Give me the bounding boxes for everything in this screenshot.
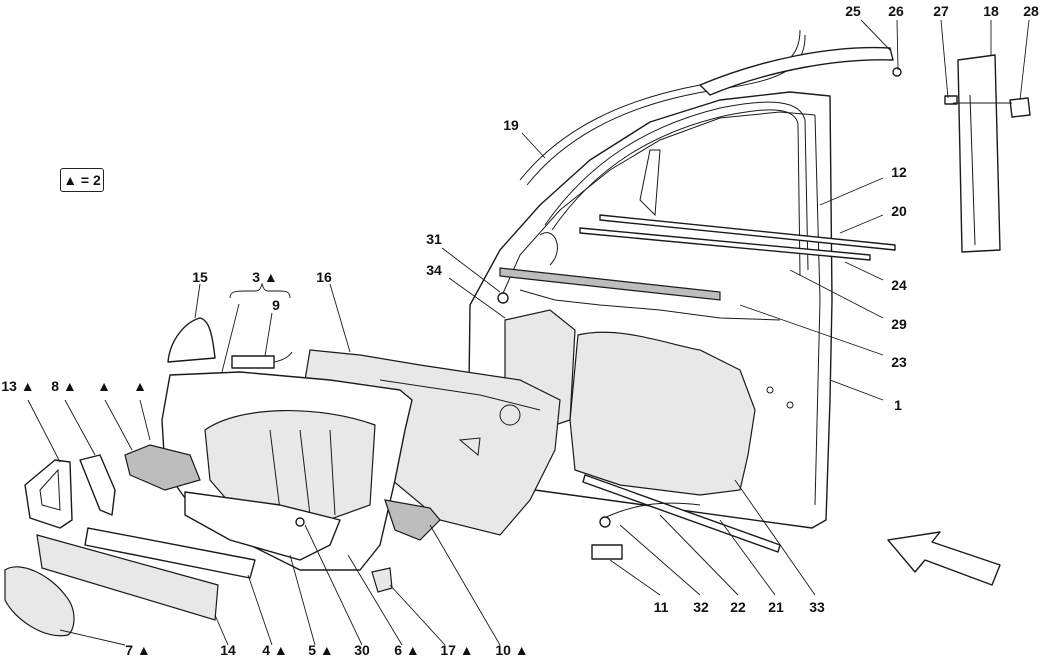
callout-label-16: 16 <box>316 269 332 285</box>
callout-label-31: 31 <box>426 231 442 247</box>
roof-seal-strip <box>699 46 902 96</box>
callout-label-26: 26 <box>888 3 904 19</box>
callout-label-19: 19 <box>503 117 519 133</box>
callout-label-18: 18 <box>983 3 999 19</box>
callout-label-17: 17 ▲ <box>440 642 474 658</box>
legend-quantity-note: ▲ = 2 <box>60 168 104 192</box>
callout-label-14: 14 <box>220 642 236 658</box>
callout-label-13: 13 ▲ <box>1 378 35 394</box>
callout-label-29: 29 <box>891 316 907 332</box>
callout-label-24: 24 <box>891 277 907 293</box>
callout-label-33: 33 <box>809 599 825 615</box>
b-pillar-trim-part <box>944 54 1031 253</box>
sill-strips <box>582 474 781 553</box>
callout-label-3: 3 ▲ <box>252 269 278 285</box>
front-direction-arrow-icon <box>887 531 1001 586</box>
callout-label-34: 34 <box>426 262 442 278</box>
callout-label-27: 27 <box>933 3 949 19</box>
small-fitting-parts <box>295 292 623 593</box>
callout-label-5: 5 ▲ <box>308 642 334 658</box>
callout-label-8: 8 ▲ <box>51 378 77 394</box>
speaker-cover-part <box>4 566 75 637</box>
window-channel-strips <box>579 214 896 261</box>
tweeter-cover-part <box>167 317 216 363</box>
callout-label-9: 9 <box>272 297 280 313</box>
callout-label-11: 11 <box>653 599 669 615</box>
group-bracket-3 <box>229 282 291 299</box>
callout-label-10: 10 ▲ <box>495 642 529 658</box>
callout-label-7: 7 ▲ <box>125 642 151 658</box>
armrest-bracket-part <box>124 444 201 491</box>
belt-weatherstrip <box>499 267 721 301</box>
callout-label-1: 1 <box>894 397 902 413</box>
callout-label-25: 25 <box>845 3 861 19</box>
leader-lines <box>27 19 1030 646</box>
lower-trim-strips <box>36 527 256 621</box>
callout-label-triangle-b: ▲ <box>133 378 147 394</box>
map-pocket-part <box>184 491 341 561</box>
callout-label-28: 28 <box>1023 3 1039 19</box>
callout-label-23: 23 <box>891 354 907 370</box>
callout-label-21: 21 <box>768 599 784 615</box>
switch-module-part <box>231 351 293 369</box>
callout-label-4: 4 ▲ <box>262 642 288 658</box>
callout-label-triangle-a: ▲ <box>97 378 111 394</box>
callout-label-22: 22 <box>730 599 746 615</box>
callout-label-12: 12 <box>891 164 907 180</box>
callout-label-6: 6 ▲ <box>394 642 420 658</box>
callout-label-20: 20 <box>891 203 907 219</box>
callout-label-32: 32 <box>693 599 709 615</box>
handle-bezel-part <box>24 454 116 529</box>
callout-label-30: 30 <box>354 642 370 658</box>
callout-label-15: 15 <box>192 269 208 285</box>
